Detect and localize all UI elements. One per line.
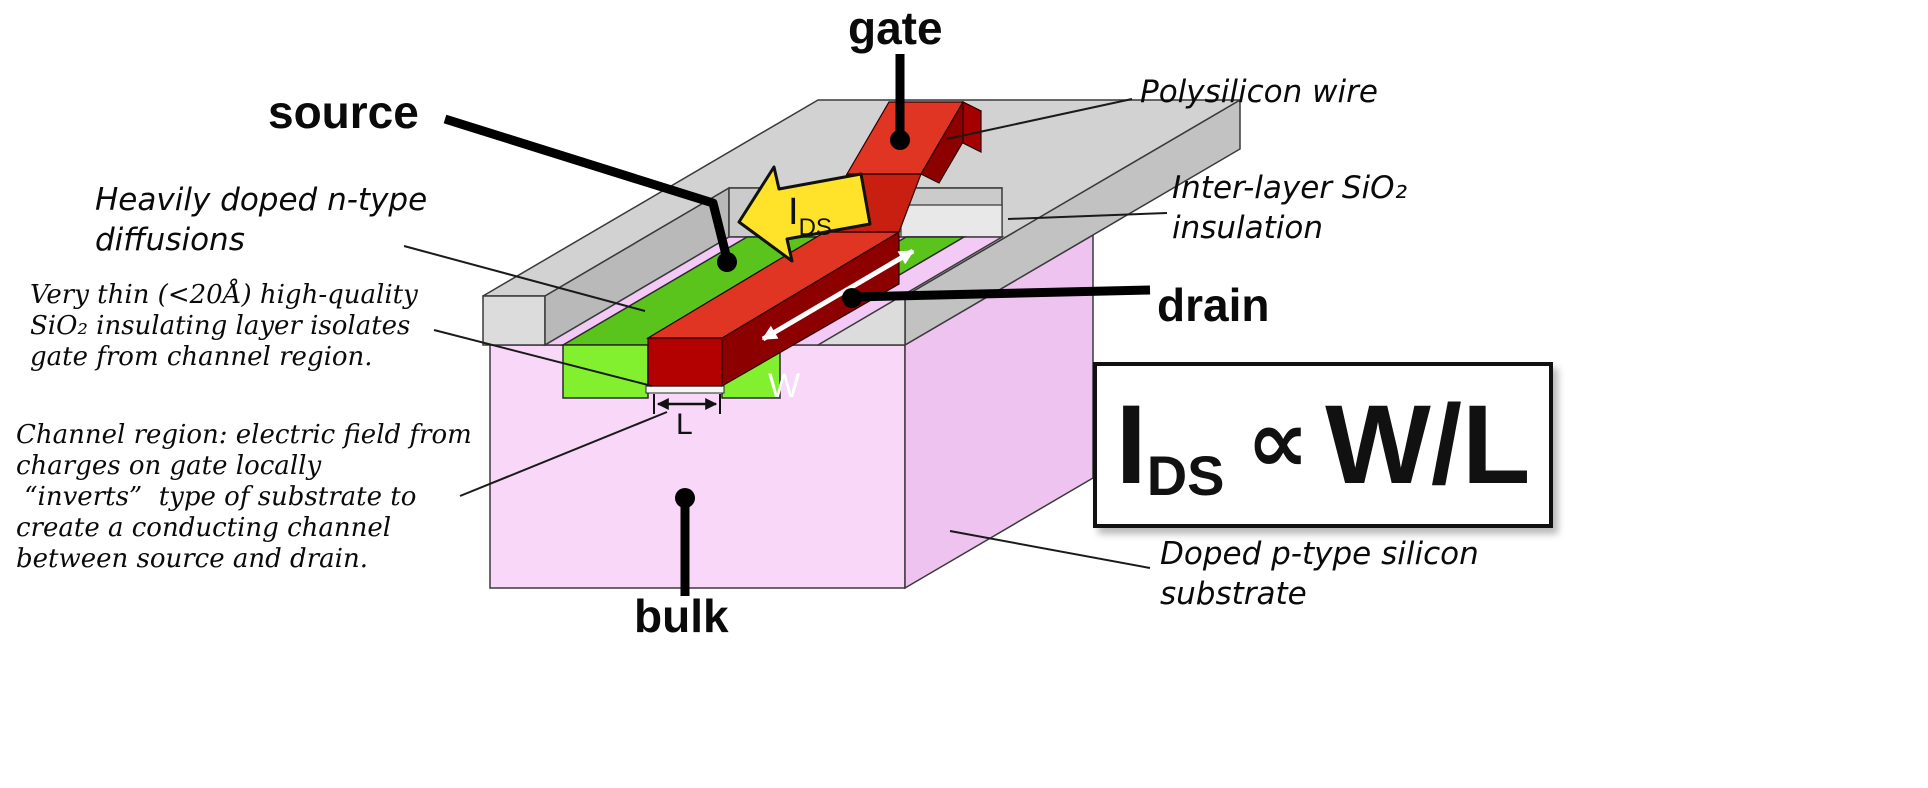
gate-label: gate [848,2,943,54]
diffusions-callout: Heavily doped n-type diffusions [95,180,427,260]
source-label: source [268,86,419,138]
bulk-label: bulk [634,590,729,642]
channel-callout-line1: Channel region: electric field from [16,420,472,450]
source-diffusion-front [562,344,649,399]
length-label: L [676,408,693,441]
gate-oxide-callout: Very thin (<20Å) high-quality SiO₂ insul… [30,280,418,373]
source-contact-dot [717,252,737,272]
channel-callout-line2: charges on gate locally [16,451,322,481]
gate-oxide-strip [645,385,725,394]
current-arrow-label: IDS [788,191,832,241]
drain-contact-dot [842,288,862,308]
current-arrow-label-main: I [788,191,799,233]
gate-end-face [962,101,982,153]
interlayer-callout: Inter-layer SiO₂ insulation [1172,168,1407,248]
polysilicon-pointer-line [946,98,1133,140]
substrate-callout: Doped p-type silicon substrate [1160,534,1479,614]
substrate-callout-line1: Doped p-type silicon [1160,536,1479,572]
diffusions-callout-line2: diffusions [95,222,245,258]
channel-callout-line5: between source and drain. [16,544,368,574]
channel-callout: Channel region: electric field from char… [16,420,472,575]
gate-oxide-callout-line3: gate from channel region. [30,342,373,372]
formula-box: I DS ∝ W/L [1093,362,1553,528]
drain-connector-line [851,285,1151,302]
gate-oxide-callout-line2: SiO₂ insulating layer isolates [30,311,411,341]
bulk-contact-dot [675,488,695,508]
substrate-pointer-line [949,530,1151,569]
gate-oxide-pointer-line [433,329,653,387]
proportional-symbol: ∝ [1246,389,1310,493]
width-label: W [768,367,800,405]
formula-ratio: W/L [1325,382,1531,507]
interlayer-callout-line1: Inter-layer SiO₂ [1172,170,1407,206]
source-connector-line [443,114,732,261]
formula-current-sub: DS [1146,443,1225,507]
polysilicon-callout: Polysilicon wire [1140,74,1378,110]
diffusions-callout-line1: Heavily doped n-type [95,182,428,218]
drain-label: drain [1157,279,1270,331]
substrate-callout-line2: substrate [1160,576,1307,612]
notch-ledge [900,204,1003,238]
interlayer-callout-line2: insulation [1172,210,1324,246]
channel-callout-line4: create a conducting channel [16,513,392,543]
formula-current-main: I [1115,382,1147,507]
diffusions-pointer-line [403,245,646,312]
current-arrow-label-sub: DS [799,214,832,241]
channel-pointer-line [459,411,668,497]
interlayer-pointer-line [1007,212,1168,220]
gate-oxide-callout-line1: Very thin (<20Å) high-quality [30,280,418,310]
insulation-front-left [482,295,546,346]
channel-callout-line3: “inverts” type of substrate to [16,482,417,512]
gate-contact-dot [890,130,910,150]
width-arrow [761,248,915,342]
current-arrow [737,165,872,263]
gate-front-face [647,337,723,387]
